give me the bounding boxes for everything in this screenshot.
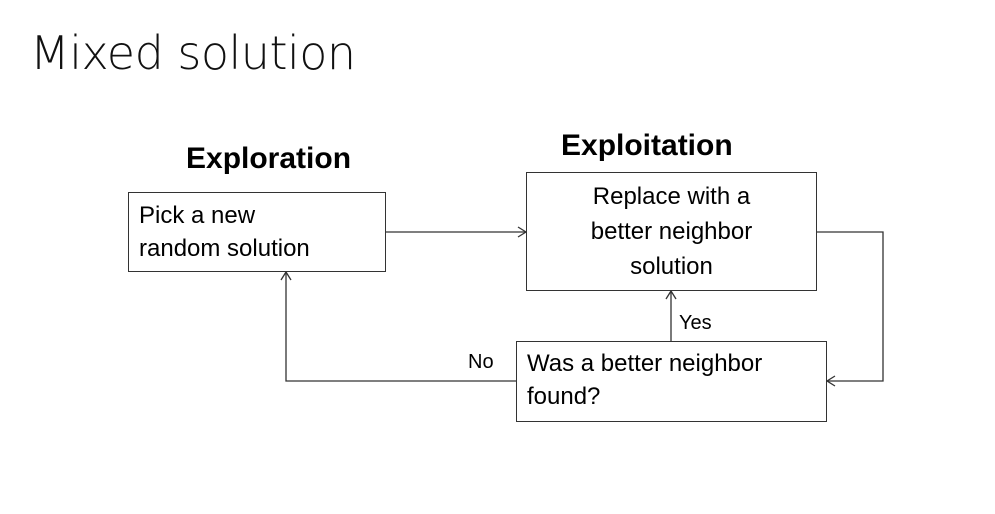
exploit-box-line: solution [630,253,713,280]
decision-box-line: found? [527,383,601,410]
exploit-box: Replace with a better neighbor solution [526,172,817,291]
arrow-decision-to-explore [285,272,516,382]
decision-box-line: Was a better neighbor [527,350,763,377]
exploit-box-line: Replace with a [592,183,751,210]
arrow-exploit-to-decision [817,231,884,382]
arrowhead-decision-right [825,375,836,387]
explore-box-line: Pick a new [139,202,256,229]
exploitation-heading: Exploitation [561,129,733,162]
arrowhead-explore-bottom [280,270,292,281]
exploit-box-line: better neighbor [590,218,753,245]
arrowhead-exploit-bottom [665,289,677,300]
explore-box-line: random solution [139,235,310,262]
explore-box: Pick a new random solution [128,192,386,272]
exploration-heading: Exploration [186,142,352,175]
slide-title: Mixed solution [30,26,356,80]
yes-label: Yes [679,312,712,334]
no-label: No [468,351,494,373]
decision-box: Was a better neighbor found? [516,341,827,422]
